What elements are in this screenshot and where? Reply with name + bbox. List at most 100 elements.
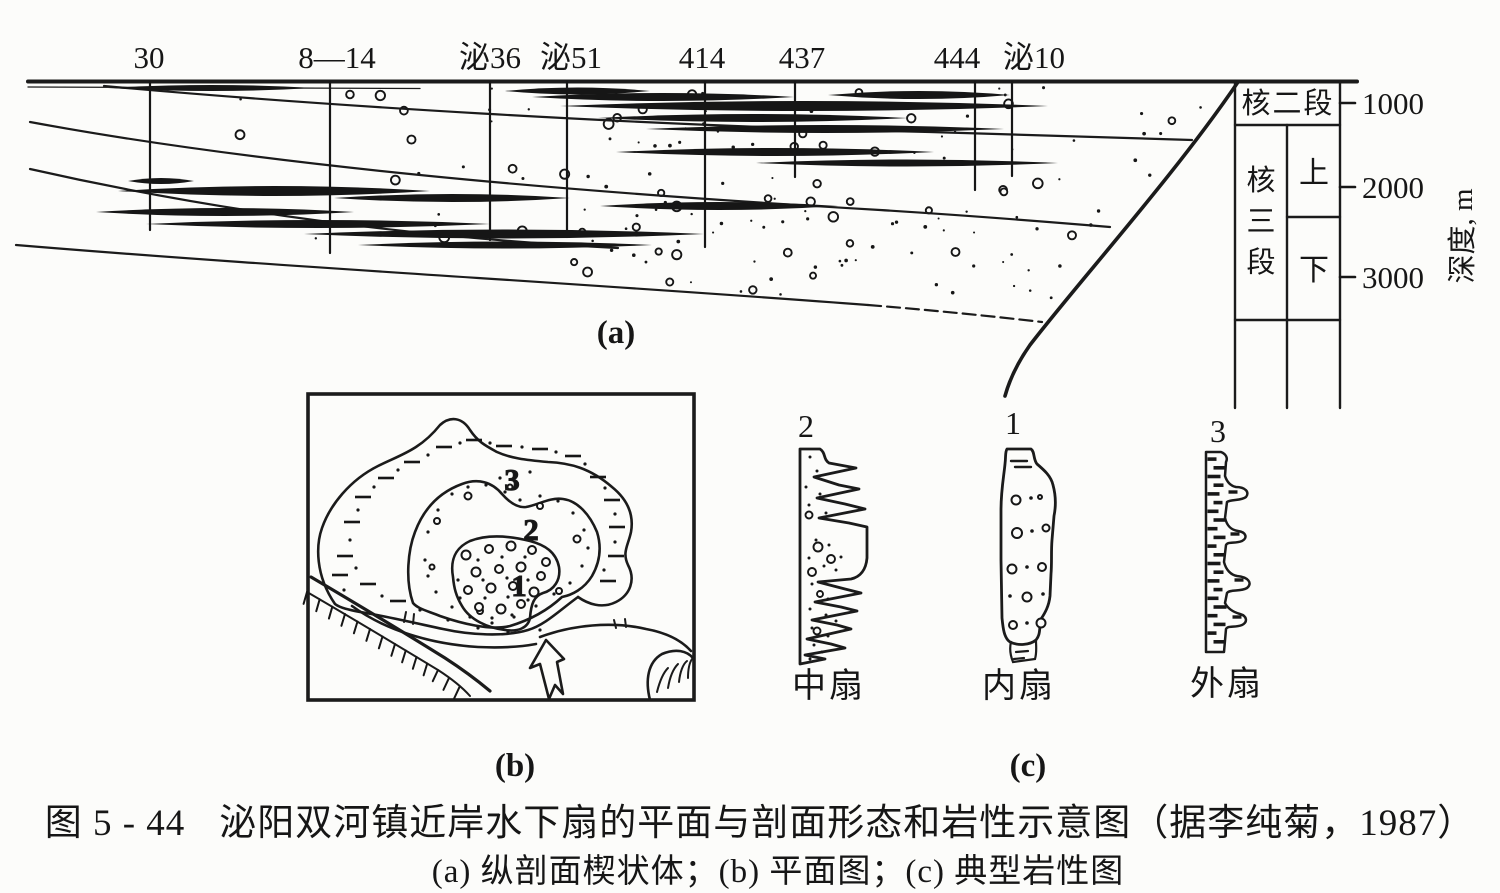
sand-lens [304, 229, 704, 239]
hachure-tick [327, 605, 334, 620]
hachure-tick [390, 643, 396, 657]
panel-c-letter: (c) [1010, 748, 1047, 784]
hachure-tick [302, 591, 308, 605]
sand-dot [586, 174, 590, 179]
mud-dash [565, 454, 581, 458]
sand-dot [1029, 496, 1033, 500]
sand-dot [934, 283, 939, 287]
gravel-circle [463, 585, 473, 595]
sand-dot [894, 220, 899, 224]
shale-dash [1228, 490, 1238, 494]
gravel-circle [470, 566, 482, 578]
sand-dot [396, 468, 400, 472]
sand-dot [1142, 131, 1146, 136]
gravel-circle [541, 557, 551, 567]
mud-dash [466, 438, 482, 442]
well-label: 30 [134, 40, 165, 75]
sand-dot [380, 594, 384, 598]
gravel-circle [495, 603, 507, 615]
sand-dot [812, 643, 816, 647]
sand-dot [510, 613, 514, 617]
mud-dash [590, 475, 606, 479]
innerfan-gravel-texture [1006, 494, 1051, 630]
shale-dash [1213, 605, 1227, 609]
sand-dot [942, 156, 946, 160]
sand-dot [965, 114, 970, 118]
shale-dash [1207, 579, 1220, 583]
sand-dot [423, 558, 427, 562]
panel-a-letter: (a) [597, 315, 635, 351]
well-label: 泌36 [459, 40, 521, 75]
sand-dot [923, 224, 928, 229]
sand-lens [358, 241, 652, 249]
sand-dot [500, 555, 504, 559]
shale-dash [1213, 587, 1223, 592]
gravel-circle [950, 247, 961, 257]
sand-lens [616, 148, 934, 156]
sand-dot [822, 564, 826, 568]
mud-dash [600, 579, 616, 583]
sand-dot [827, 543, 831, 547]
sand-dot [950, 290, 955, 295]
sand-dot [1030, 529, 1034, 533]
sand-dot [647, 172, 652, 176]
strat-unit-he3-char: 三 [1246, 206, 1275, 238]
gravel-circle [812, 178, 822, 189]
gravel-circle [508, 581, 518, 591]
strat-unit-he3-label: 核三段 [1246, 164, 1275, 279]
gravel-circle [516, 599, 526, 609]
sand-dot [826, 597, 830, 601]
sand-dot [583, 462, 587, 466]
sand-dot [534, 604, 538, 608]
well-label: 8—14 [298, 40, 376, 75]
gravel-circle [845, 197, 855, 206]
gravel-circle [816, 590, 824, 598]
boundary-fault-line [1003, 80, 1240, 398]
gravel-circle [827, 211, 840, 223]
fan-zone-number-labels: 321 [504, 462, 540, 604]
hachure-tick [352, 620, 359, 635]
sand-dot [538, 628, 542, 632]
sand-dot [476, 626, 480, 630]
sand-dot [1002, 260, 1005, 264]
sand-dot [608, 137, 612, 141]
mud-dash [608, 554, 624, 558]
fan-toe-curve [350, 604, 538, 649]
mud-dash [378, 476, 394, 480]
sand-dot [826, 634, 830, 638]
shale-dash [1207, 474, 1221, 479]
gravel-circle [527, 545, 537, 555]
sand-dot [582, 528, 586, 532]
sand-dot [998, 87, 1001, 90]
sand-lens [600, 202, 838, 210]
sand-dot [631, 253, 636, 258]
mud-dash [332, 573, 348, 577]
gravel-circle [999, 187, 1009, 197]
shale-dash [1234, 578, 1244, 582]
sand-dot [1012, 284, 1016, 288]
sand-dot [818, 492, 822, 496]
sand-lens [96, 208, 354, 216]
shale-dash [1207, 631, 1217, 635]
gravel-circle [1035, 617, 1047, 629]
shale-dash [1213, 622, 1226, 627]
gravel-circle [845, 239, 855, 248]
sand-dot [342, 588, 346, 592]
well-label: 414 [679, 40, 726, 75]
gravel-circle [345, 89, 355, 100]
sand-dot [668, 143, 672, 148]
sand-dot [450, 605, 454, 609]
sand-dot [940, 135, 944, 138]
sand-dot [552, 592, 556, 596]
column-innerfan-name: 内扇 [982, 667, 1056, 705]
sand-dot [807, 503, 811, 507]
sand-dot [528, 470, 532, 474]
sand-dot [820, 650, 824, 654]
feeder-arrow-icon [528, 638, 566, 701]
sand-dot [1042, 86, 1046, 90]
sand-dot [506, 595, 510, 599]
sand-dot [751, 142, 755, 146]
sand-dot [689, 281, 692, 284]
midfan-gravel-texture [804, 455, 843, 661]
